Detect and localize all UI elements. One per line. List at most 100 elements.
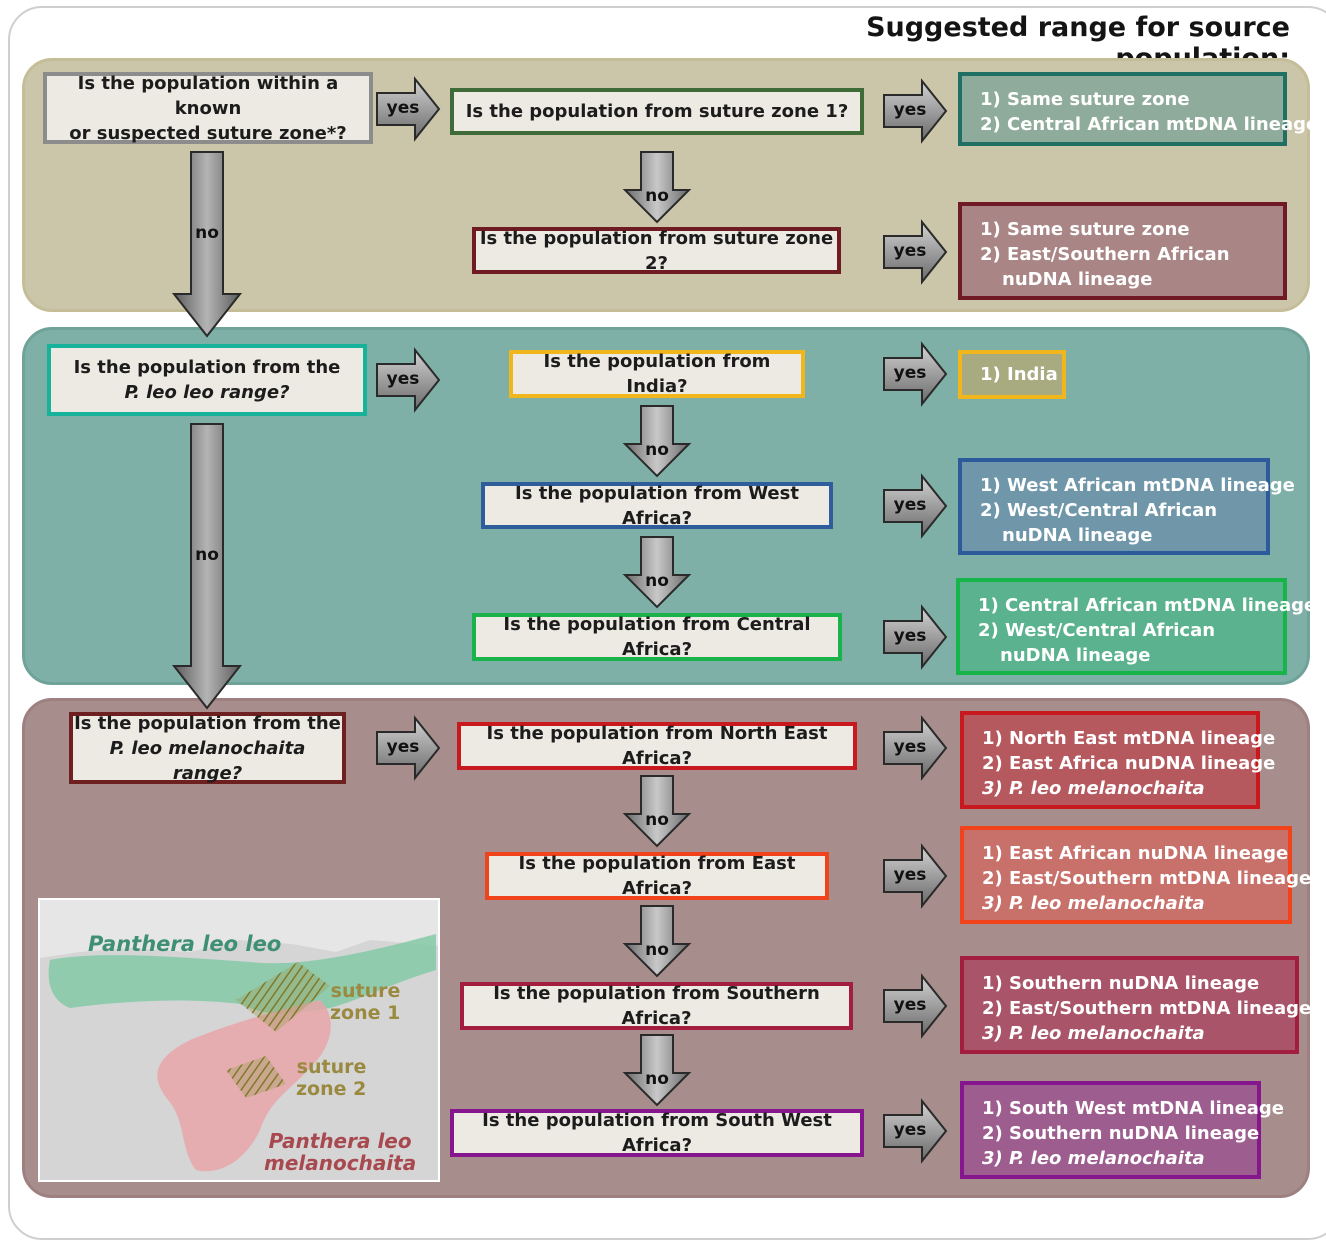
answer-line: 3) P. leo melanochaita [982, 1148, 1205, 1169]
no-arrow [622, 151, 692, 224]
yes-arrow [883, 715, 948, 781]
no-arrow [622, 536, 692, 609]
answer-line: 1) East African nuDNA lineage [982, 843, 1289, 864]
answer-india: 1) India [958, 350, 1066, 399]
yes-arrow [883, 341, 948, 407]
range-map: Panthera leo leo suture zone 1 suture zo… [38, 898, 440, 1182]
yes-arrow [376, 347, 441, 413]
map-label-line: zone 2 [296, 1078, 367, 1100]
map-label-melanochaita: Panthera leo melanochaita [264, 1130, 416, 1174]
answer-line: 2) East/Southern mtDNA lineage [982, 998, 1312, 1019]
yes-arrow [376, 76, 441, 142]
answer-line: 1) India [980, 364, 1058, 385]
map-leo-range [48, 934, 436, 1014]
answer-line: 3) P. leo melanochaita [982, 1023, 1205, 1044]
answer-line: 2) Central African mtDNA lineage [980, 114, 1319, 135]
no-arrow [622, 405, 692, 478]
no-arrow [622, 1034, 692, 1107]
yes-label: yes [893, 363, 927, 383]
answer-suture-zone-1: 1) Same suture zone 2) Central African m… [958, 72, 1319, 146]
question-text: Is the population from North East Africa… [486, 723, 828, 769]
yes-arrow [883, 473, 948, 539]
map-label-suture-1: suture zone 1 [330, 980, 400, 1024]
entry-line: Is the population from the [73, 357, 341, 378]
answer-line: nuDNA lineage [1000, 645, 1151, 666]
question-text: Is the population from suture zone 2? [479, 227, 834, 274]
answer-north-east-africa: 1) North East mtDNA lineage 2) East Afri… [960, 711, 1276, 809]
yes-label: yes [386, 98, 420, 118]
answer-south-west-africa: 1) South West mtDNA lineage 2) Southern … [960, 1081, 1285, 1179]
entry-question-melanochaita: Is the population from the P. leo melano… [69, 712, 346, 784]
answer-line: nuDNA lineage [1002, 269, 1153, 290]
entry-line: or suspected suture zone*? [69, 122, 347, 144]
no-label: no [645, 940, 669, 960]
no-label: no [195, 223, 219, 243]
no-arrow-long [171, 151, 243, 338]
no-label: no [645, 810, 669, 830]
map-label-line: Panthera leo [268, 1129, 412, 1153]
map-label-line: suture [296, 1056, 367, 1078]
question-suture-zone-2: Is the population from suture zone 2? [472, 227, 841, 274]
yes-label: yes [386, 369, 420, 389]
question-south-west-africa: Is the population from South West Africa… [450, 1109, 864, 1157]
yes-label: yes [386, 737, 420, 757]
entry-line: P. leo leo range? [124, 382, 290, 403]
no-label: no [645, 1069, 669, 1089]
question-india: Is the population from India? [509, 350, 805, 398]
map-suture-zone-2 [226, 1056, 286, 1098]
yes-label: yes [893, 241, 927, 261]
answer-west-africa: 1) West African mtDNA lineage 2) West/Ce… [958, 458, 1295, 555]
entry-line: Is the population from the [74, 712, 341, 734]
map-label-leo: Panthera leo leo [88, 932, 282, 956]
answer-line: 2) Southern nuDNA lineage [982, 1123, 1260, 1144]
question-suture-zone-1: Is the population from suture zone 1? [450, 88, 864, 135]
map-north-land [40, 900, 438, 958]
answer-line: 2) West/Central African [978, 620, 1216, 641]
entry-question-suture: Is the population within a known or susp… [43, 72, 373, 144]
yes-label: yes [893, 1120, 927, 1140]
answer-line: nuDNA lineage [1002, 525, 1153, 546]
yes-arrow [883, 843, 948, 909]
entry-line: P. leo melanochaita range? [109, 737, 306, 784]
answer-central-africa: 1) Central African mtDNA lineage 2) West… [956, 578, 1316, 675]
yes-label: yes [893, 100, 927, 120]
yes-arrow [883, 219, 948, 285]
answer-southern-africa: 1) Southern nuDNA lineage 2) East/Southe… [960, 956, 1312, 1054]
no-arrow-long [171, 423, 243, 710]
map-label-line: melanochaita [264, 1151, 417, 1175]
yes-arrow [376, 715, 441, 781]
question-text: Is the population from West Africa? [515, 482, 799, 529]
question-text: Is the population from Southern Africa? [493, 983, 820, 1029]
entry-question-leo: Is the population from the P. leo leo ra… [47, 344, 367, 416]
answer-line: 2) West/Central African [980, 500, 1218, 521]
yes-label: yes [893, 995, 927, 1015]
no-label: no [645, 440, 669, 460]
answer-line: 1) Same suture zone [980, 219, 1190, 240]
no-label: no [195, 545, 219, 565]
question-north-east-africa: Is the population from North East Africa… [457, 722, 857, 770]
question-southern-africa: Is the population from Southern Africa? [460, 982, 853, 1030]
entry-line: Is the population within a known [77, 72, 339, 119]
answer-line: 2) East/Southern African [980, 244, 1230, 265]
map-label-line: zone 1 [330, 1002, 401, 1024]
yes-label: yes [893, 737, 927, 757]
question-text: Is the population from Central Africa? [503, 614, 811, 660]
yes-arrow [883, 973, 948, 1039]
answer-line: 2) East Africa nuDNA lineage [982, 753, 1276, 774]
map-label-suture-2: suture zone 2 [296, 1056, 366, 1100]
answer-line: 1) South West mtDNA lineage [982, 1098, 1285, 1119]
question-text: Is the population from India? [543, 351, 771, 397]
yes-label: yes [893, 626, 927, 646]
map-suture-zone-1 [236, 962, 330, 1032]
answer-east-africa: 1) East African nuDNA lineage 2) East/So… [960, 826, 1311, 924]
question-west-africa: Is the population from West Africa? [481, 482, 833, 529]
answer-suture-zone-2: 1) Same suture zone 2) East/Southern Afr… [958, 202, 1287, 300]
answer-line: 3) P. leo melanochaita [982, 778, 1205, 799]
answer-line: 1) West African mtDNA lineage [980, 475, 1295, 496]
range-map-drawing [40, 900, 438, 1180]
question-east-africa: Is the population from East Africa? [485, 852, 829, 900]
question-text: Is the population from East Africa? [518, 853, 796, 899]
no-label: no [645, 571, 669, 591]
